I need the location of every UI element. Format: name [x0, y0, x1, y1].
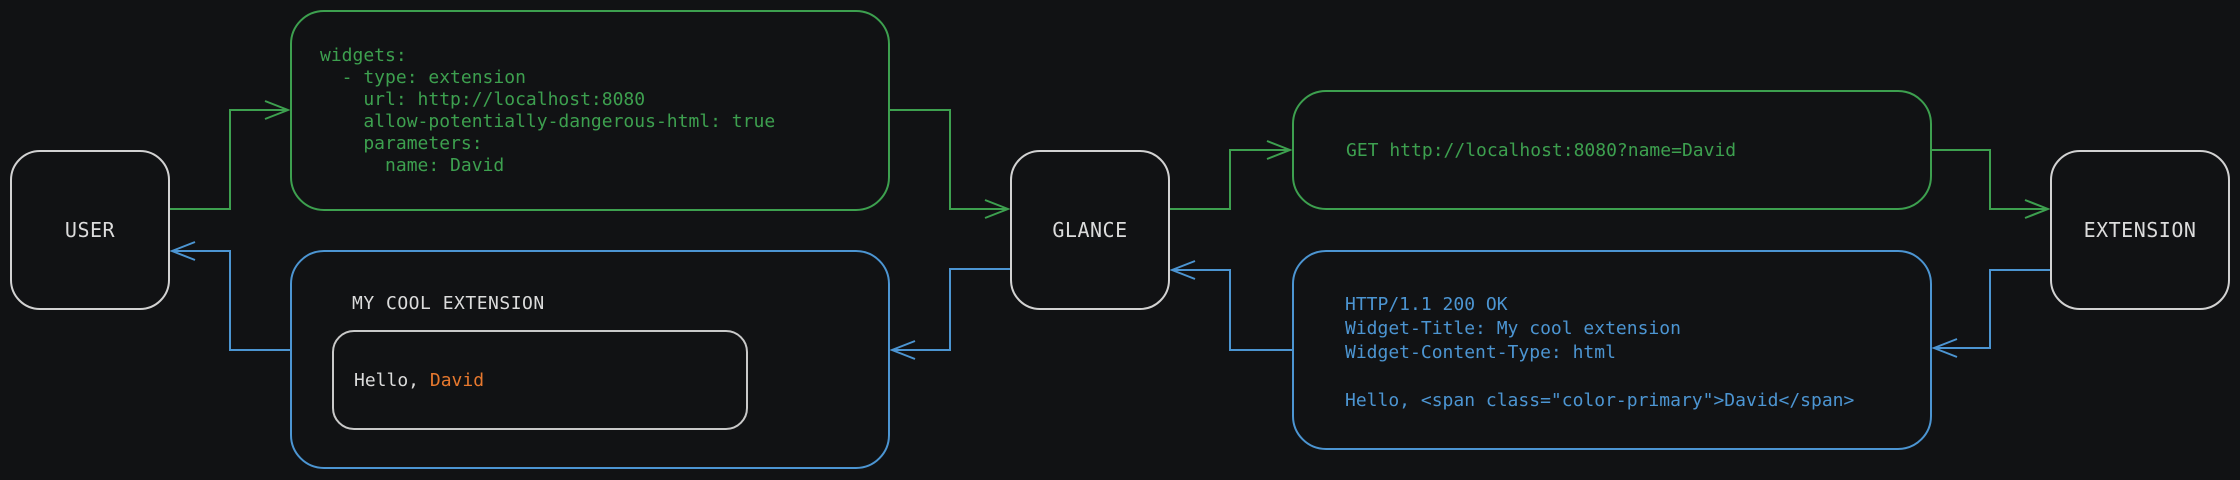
wire-widget-to-user — [172, 251, 290, 351]
response-line: Hello, <span class="color-primary">David… — [1345, 390, 1855, 411]
widget-preview-frame: Hello, David — [332, 330, 748, 430]
config-yaml-code: widgets: - type: extension url: http://l… — [320, 45, 775, 177]
response-line: HTTP/1.1 200 OK — [1345, 294, 1508, 315]
widget-title: MY COOL EXTENSION — [352, 293, 545, 314]
wire-user-to-config — [170, 110, 288, 210]
node-extension: EXTENSION — [2050, 150, 2230, 310]
node-user-label: USER — [64, 218, 116, 242]
http-response-box: HTTP/1.1 200 OK Widget-Title: My cool ex… — [1292, 250, 1932, 450]
response-line: Widget-Title: My cool extension — [1345, 318, 1681, 339]
wire-glance-to-request — [1170, 150, 1290, 210]
greeting-name: David — [429, 369, 485, 391]
widget-preview-box: MY COOL EXTENSION Hello, David — [290, 250, 890, 469]
node-glance-label: GLANCE — [1052, 218, 1128, 242]
http-request-box: GET http://localhost:8080?name=David — [1292, 90, 1932, 210]
greeting-prefix: Hello, — [354, 369, 430, 391]
response-line — [1345, 365, 1854, 389]
wire-glance-to-widget — [892, 268, 1010, 350]
http-request-line: GET http://localhost:8080?name=David — [1346, 139, 1737, 161]
config-line: widgets: — [320, 45, 407, 66]
response-line: Widget-Content-Type: html — [1345, 342, 1616, 363]
wire-config-to-glance — [890, 109, 1008, 209]
http-response-code: HTTP/1.1 200 OK Widget-Title: My cool ex… — [1345, 293, 1854, 413]
config-line: - type: extension — [320, 67, 526, 88]
config-line: url: http://localhost:8080 — [320, 89, 646, 110]
node-extension-label: EXTENSION — [2083, 218, 2197, 242]
wire-request-to-extension — [1932, 149, 2048, 209]
config-line: name: David — [320, 155, 505, 176]
wire-response-to-glance — [1172, 270, 1292, 351]
node-glance: GLANCE — [1010, 150, 1170, 310]
config-line: parameters: — [320, 133, 483, 154]
config-yaml-box: widgets: - type: extension url: http://l… — [290, 10, 890, 211]
node-user: USER — [10, 150, 170, 310]
config-line: allow-potentially-dangerous-html: true — [320, 111, 776, 132]
wire-extension-to-response — [1934, 269, 2050, 348]
